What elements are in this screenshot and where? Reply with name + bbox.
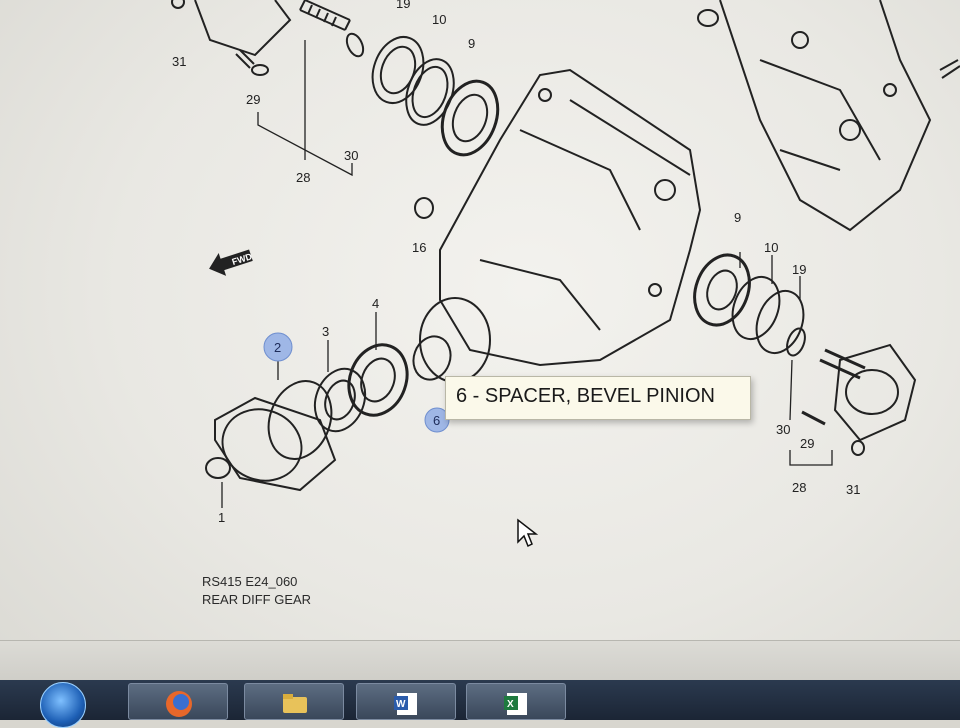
transfer-casing [719, 0, 932, 232]
word-icon: W [394, 693, 417, 715]
start-orb-icon[interactable] [40, 682, 86, 728]
part-tooltip: 6 - SPACER, BEVEL PINION [445, 376, 751, 420]
excel-icon: X [504, 693, 527, 715]
yoke-flange [214, 396, 337, 492]
callout-6-highlight[interactable] [424, 407, 450, 433]
part-label-30-top[interactable]: 30 [344, 148, 358, 163]
tooltip-text: 6 - SPACER, BEVEL PINION [456, 385, 715, 407]
folder-icon [283, 694, 307, 713]
part-label-1[interactable]: 1 [218, 510, 225, 525]
diff-housing [439, 68, 702, 367]
part-label-19-top[interactable]: 19 [396, 0, 410, 11]
part-label-9-top[interactable]: 9 [468, 36, 475, 51]
flange-right [833, 343, 917, 442]
taskbar: W X [0, 680, 960, 720]
diagram-caption: RS415 E24_060 REAR DIFF GEAR [202, 573, 311, 609]
diagram-title: REAR DIFF GEAR [202, 592, 312, 607]
part-label-30-right[interactable]: 30 [776, 422, 790, 437]
part-label-28-right[interactable]: 28 [792, 480, 806, 495]
part-label-2[interactable]: 2 [274, 340, 281, 355]
part-label-10-top[interactable]: 10 [432, 12, 446, 27]
diagram-code: RS415 E24_060 [202, 574, 298, 589]
part-label-4[interactable]: 4 [372, 296, 379, 311]
ring-10-right [731, 276, 781, 340]
part-label-31-right[interactable]: 31 [846, 482, 860, 497]
bearing-4 [347, 343, 409, 417]
fwd-arrow-icon: FWD [209, 249, 254, 276]
taskbar-firefox-button[interactable] [128, 683, 228, 720]
taskbar-explorer-button[interactable] [244, 683, 344, 720]
part-label-6[interactable]: 6 [433, 413, 440, 428]
part-label-31-top[interactable]: 31 [172, 54, 186, 69]
seal-19-top [371, 36, 425, 104]
part-label-28-top[interactable]: 28 [296, 170, 310, 185]
part-label-3[interactable]: 3 [322, 324, 329, 339]
horizontal-scroll-area[interactable] [0, 640, 960, 681]
firefox-icon [166, 691, 192, 717]
svg-text:W: W [396, 699, 406, 710]
part-label-16[interactable]: 16 [412, 240, 426, 255]
bearing-9-top [440, 79, 500, 157]
bearing-9-right [693, 253, 751, 327]
taskbar-excel-button[interactable]: X [466, 683, 566, 720]
callout-2-highlight[interactable] [263, 332, 293, 362]
part-label-10-right[interactable]: 10 [764, 240, 778, 255]
svg-text:X: X [507, 699, 514, 710]
taskbar-word-button[interactable]: W [356, 683, 456, 720]
part-label-19-right[interactable]: 19 [792, 262, 806, 277]
oil-seal-2 [267, 380, 333, 460]
flange-top-left [194, 0, 292, 57]
mouse-cursor-icon [517, 518, 539, 548]
part-label-29-top[interactable]: 29 [246, 92, 260, 107]
part-label-29-right[interactable]: 29 [800, 436, 814, 451]
spacer-6 [412, 335, 452, 381]
fwd-arrow-label: FWD [231, 251, 254, 267]
exploded-parts-diagram: FWD 31 29 28 30 19 10 9 16 2 3 4 6 1 9 1… [171, 0, 960, 525]
part-label-9-right[interactable]: 9 [734, 210, 741, 225]
